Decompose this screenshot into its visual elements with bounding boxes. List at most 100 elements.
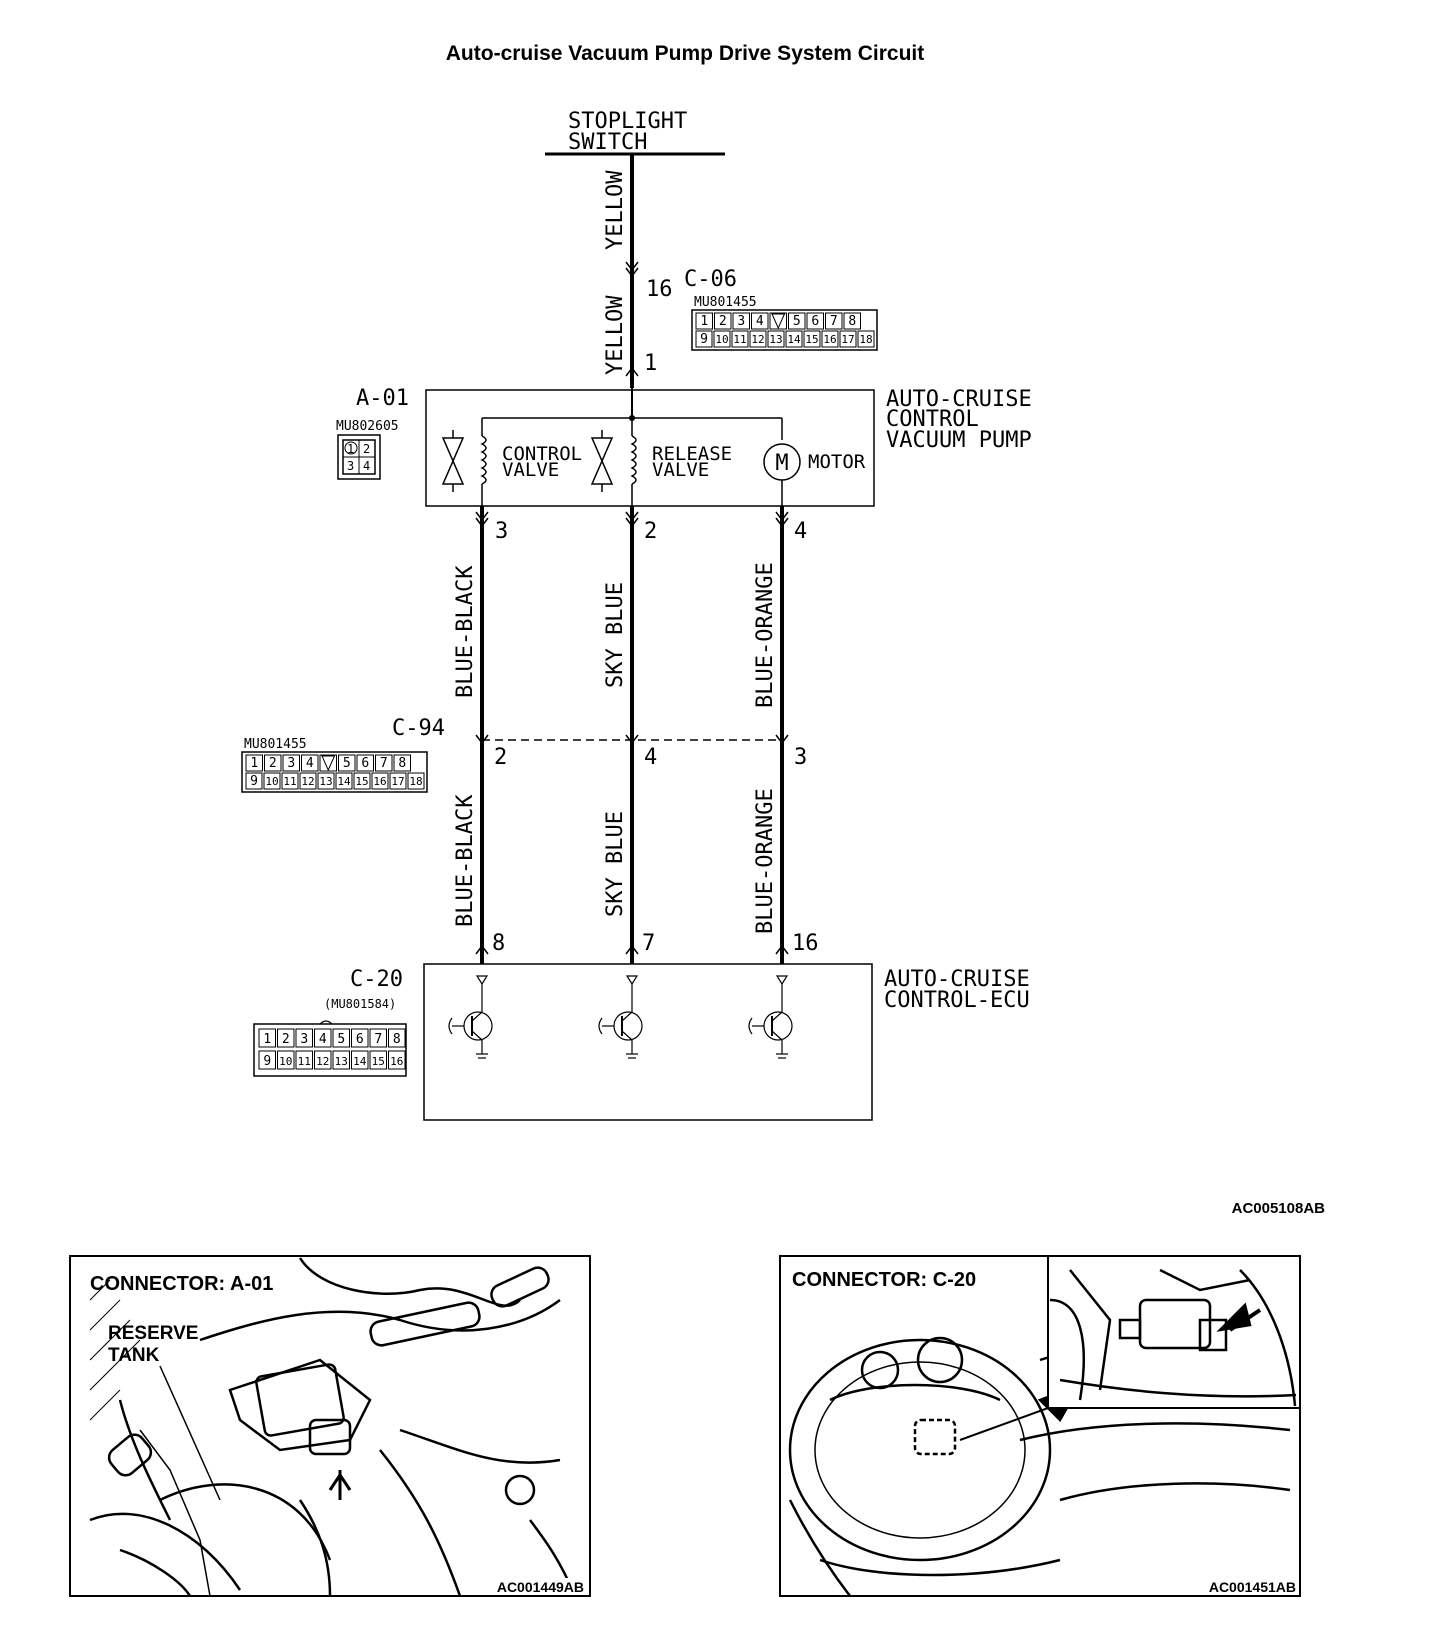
pin-cell (369, 1050, 387, 1070)
pin-cell (803, 330, 821, 348)
blue-black-wire: BLUE-BLACK BLUE-BLACK 3 2 8 (453, 506, 508, 964)
pin-number: 3 (737, 314, 745, 329)
control-valve-label-2: VALVE (502, 459, 559, 481)
pin-cell (351, 1050, 369, 1070)
pin-4: 4 (794, 519, 807, 544)
photo-right-heading: CONNECTOR: C-20 (792, 1269, 976, 1291)
ecu-pin-7: 7 (642, 931, 655, 956)
pin-number: 1 (263, 1032, 271, 1047)
transistor-symbol (448, 975, 493, 1059)
pin-cell (301, 754, 319, 772)
pin-1: 1 (644, 351, 657, 376)
pin-number: 11 (733, 333, 746, 346)
pin-cell (245, 772, 263, 790)
pin-number: 10 (265, 775, 278, 788)
pin-cell (371, 772, 389, 790)
pin-cell (263, 772, 281, 790)
pin-cell (299, 772, 317, 790)
pin-number: 7 (830, 314, 838, 329)
pin-number: 13 (769, 333, 782, 346)
pin-number: 4 (756, 314, 764, 329)
pin-number: 4 (319, 1032, 327, 1047)
stoplight-switch: STOPLIGHT SWITCH (545, 109, 725, 156)
pin-number: 11 (283, 775, 296, 788)
pin-cell (264, 754, 282, 772)
transistor-symbol (748, 975, 793, 1059)
pin-number: 14 (353, 1055, 367, 1068)
pin-cell (393, 754, 411, 772)
pin-number: 17 (391, 775, 404, 788)
pin-cell (295, 1050, 313, 1070)
photo-connector-c20: CONNECTOR: C-20 AC001451AB (779, 1255, 1301, 1597)
pin-number: 2 (282, 1032, 290, 1047)
motor-letter: M (775, 451, 788, 476)
pin-number: 8 (398, 756, 406, 771)
pin-16: 16 (646, 277, 673, 302)
pin-cell (839, 330, 857, 348)
pin-number: 18 (859, 333, 872, 346)
pin-number: 9 (250, 774, 258, 789)
pin-cell (317, 772, 335, 790)
pin-cell (785, 330, 803, 348)
pin-number: 13 (335, 1055, 348, 1068)
pin-number: 12 (316, 1055, 329, 1068)
wire-color-yellow-lower: YELLOW (603, 295, 628, 375)
a01-pin-2: 2 (363, 442, 370, 456)
pin-cell (695, 330, 713, 348)
wire-color-blue-orange-lower: BLUE-ORANGE (753, 788, 778, 934)
pin-cell (295, 1028, 313, 1048)
ecu-transistors (448, 975, 793, 1059)
c94-pin-4: 4 (644, 745, 657, 770)
pin-cell (751, 312, 769, 330)
photo-left-heading: CONNECTOR: A-01 (90, 1273, 273, 1295)
pin-cell (338, 754, 356, 772)
engine-bay-illustration (89, 1257, 577, 1597)
pin-number: 3 (300, 1032, 308, 1047)
pin-number: 5 (337, 1032, 345, 1047)
pin-number: 8 (393, 1032, 401, 1047)
ecu-pin-16: 16 (792, 931, 819, 956)
control-valve-symbol (441, 437, 465, 485)
pin-cell (731, 330, 749, 348)
pin-number: 16 (823, 333, 836, 346)
wire-color-blue-black-lower: BLUE-BLACK (453, 794, 478, 927)
pin-cell (695, 312, 713, 330)
wire-color-blue-orange-upper: BLUE-ORANGE (753, 562, 778, 708)
stoplight-label-2: SWITCH (568, 130, 647, 155)
pin-cell (353, 772, 371, 790)
inset-illustration (1049, 1268, 1297, 1407)
pin-cell (277, 1028, 295, 1048)
pin-number: 12 (301, 775, 314, 788)
pin-cell (332, 1028, 350, 1048)
pin-number: 6 (361, 756, 369, 771)
pin-cell (389, 772, 407, 790)
pin-number: 4 (306, 756, 314, 771)
pin-number: 5 (343, 756, 351, 771)
sky-blue-wire: SKY BLUE SKY BLUE 2 4 7 (603, 506, 657, 964)
pin-cell (245, 754, 263, 772)
pin-number: 7 (380, 756, 388, 771)
pin-cell (843, 312, 861, 330)
page-title: Auto-cruise Vacuum Pump Drive System Cir… (446, 42, 924, 65)
wire-color-sky-blue-lower: SKY BLUE (603, 811, 628, 917)
pin-cell (356, 754, 374, 772)
pin-number: 1 (700, 314, 708, 329)
photo-connector-a01: CONNECTOR: A-01 RESERVE TANK AC001449AB (69, 1255, 591, 1597)
photo-left-label-2: TANK (108, 1345, 160, 1366)
ecu-label-2: CONTROL-ECU (884, 988, 1030, 1013)
yellow-wire: YELLOW YELLOW 16 1 (603, 154, 673, 388)
hatch-marks (89, 1279, 141, 1421)
pin-cell (258, 1050, 276, 1070)
pin-number: 17 (841, 333, 854, 346)
pin-number: 11 (298, 1055, 311, 1068)
pin-cell (388, 1050, 406, 1070)
connector-a01-id: A-01 (356, 386, 409, 411)
a01-pin-3: 3 (347, 459, 354, 473)
a01-pin-4: 4 (363, 459, 370, 473)
pin-cell (825, 312, 843, 330)
pin-cell (335, 772, 353, 790)
